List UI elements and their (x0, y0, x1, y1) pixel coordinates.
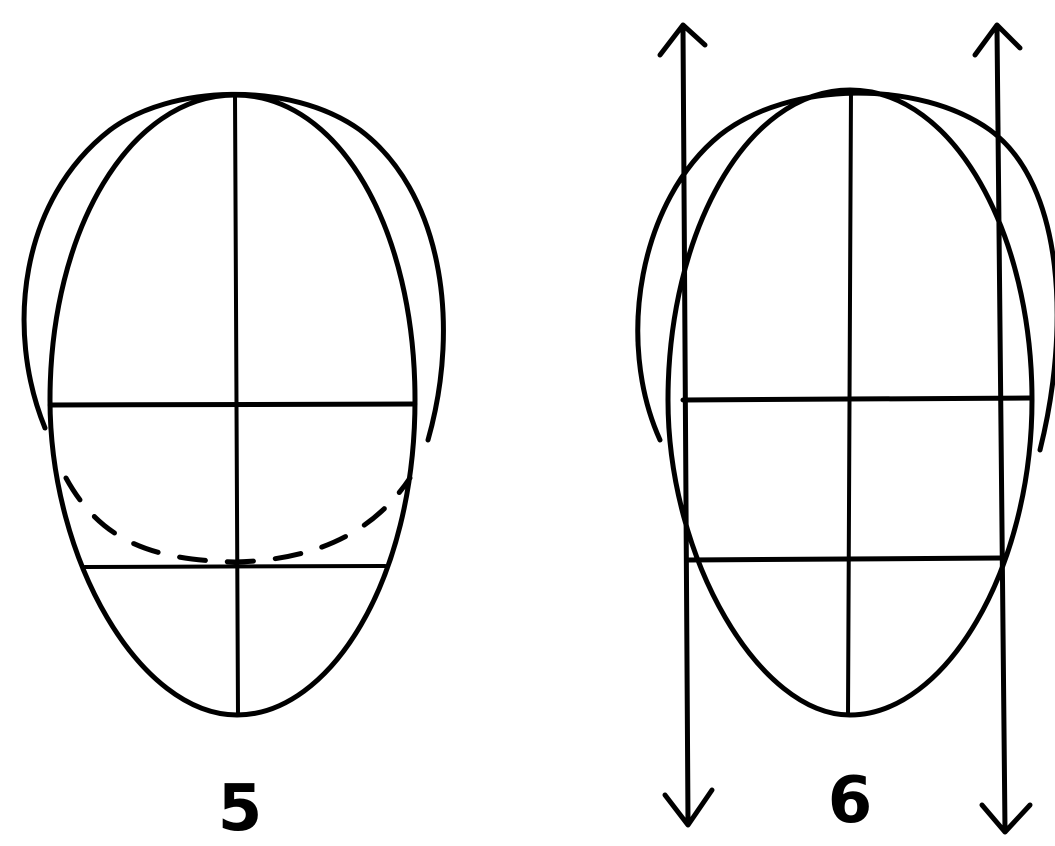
figure-6-number: 6 (828, 764, 873, 838)
figure-5-nose-line (85, 566, 385, 567)
figure-5-head-sketch: 5 (24, 94, 443, 846)
figure-6-center-line (848, 90, 851, 715)
figure-6-left-side-plane-line (683, 28, 688, 822)
figure-6-brow-line (683, 398, 1030, 400)
figure-6-right-side-plane-line (997, 28, 1005, 830)
figure-6-nose-line (688, 558, 1002, 560)
figure-5-brow-line (50, 404, 415, 405)
figure-6-head-sketch: 6 (638, 25, 1055, 838)
figure-5-number: 5 (218, 772, 263, 846)
